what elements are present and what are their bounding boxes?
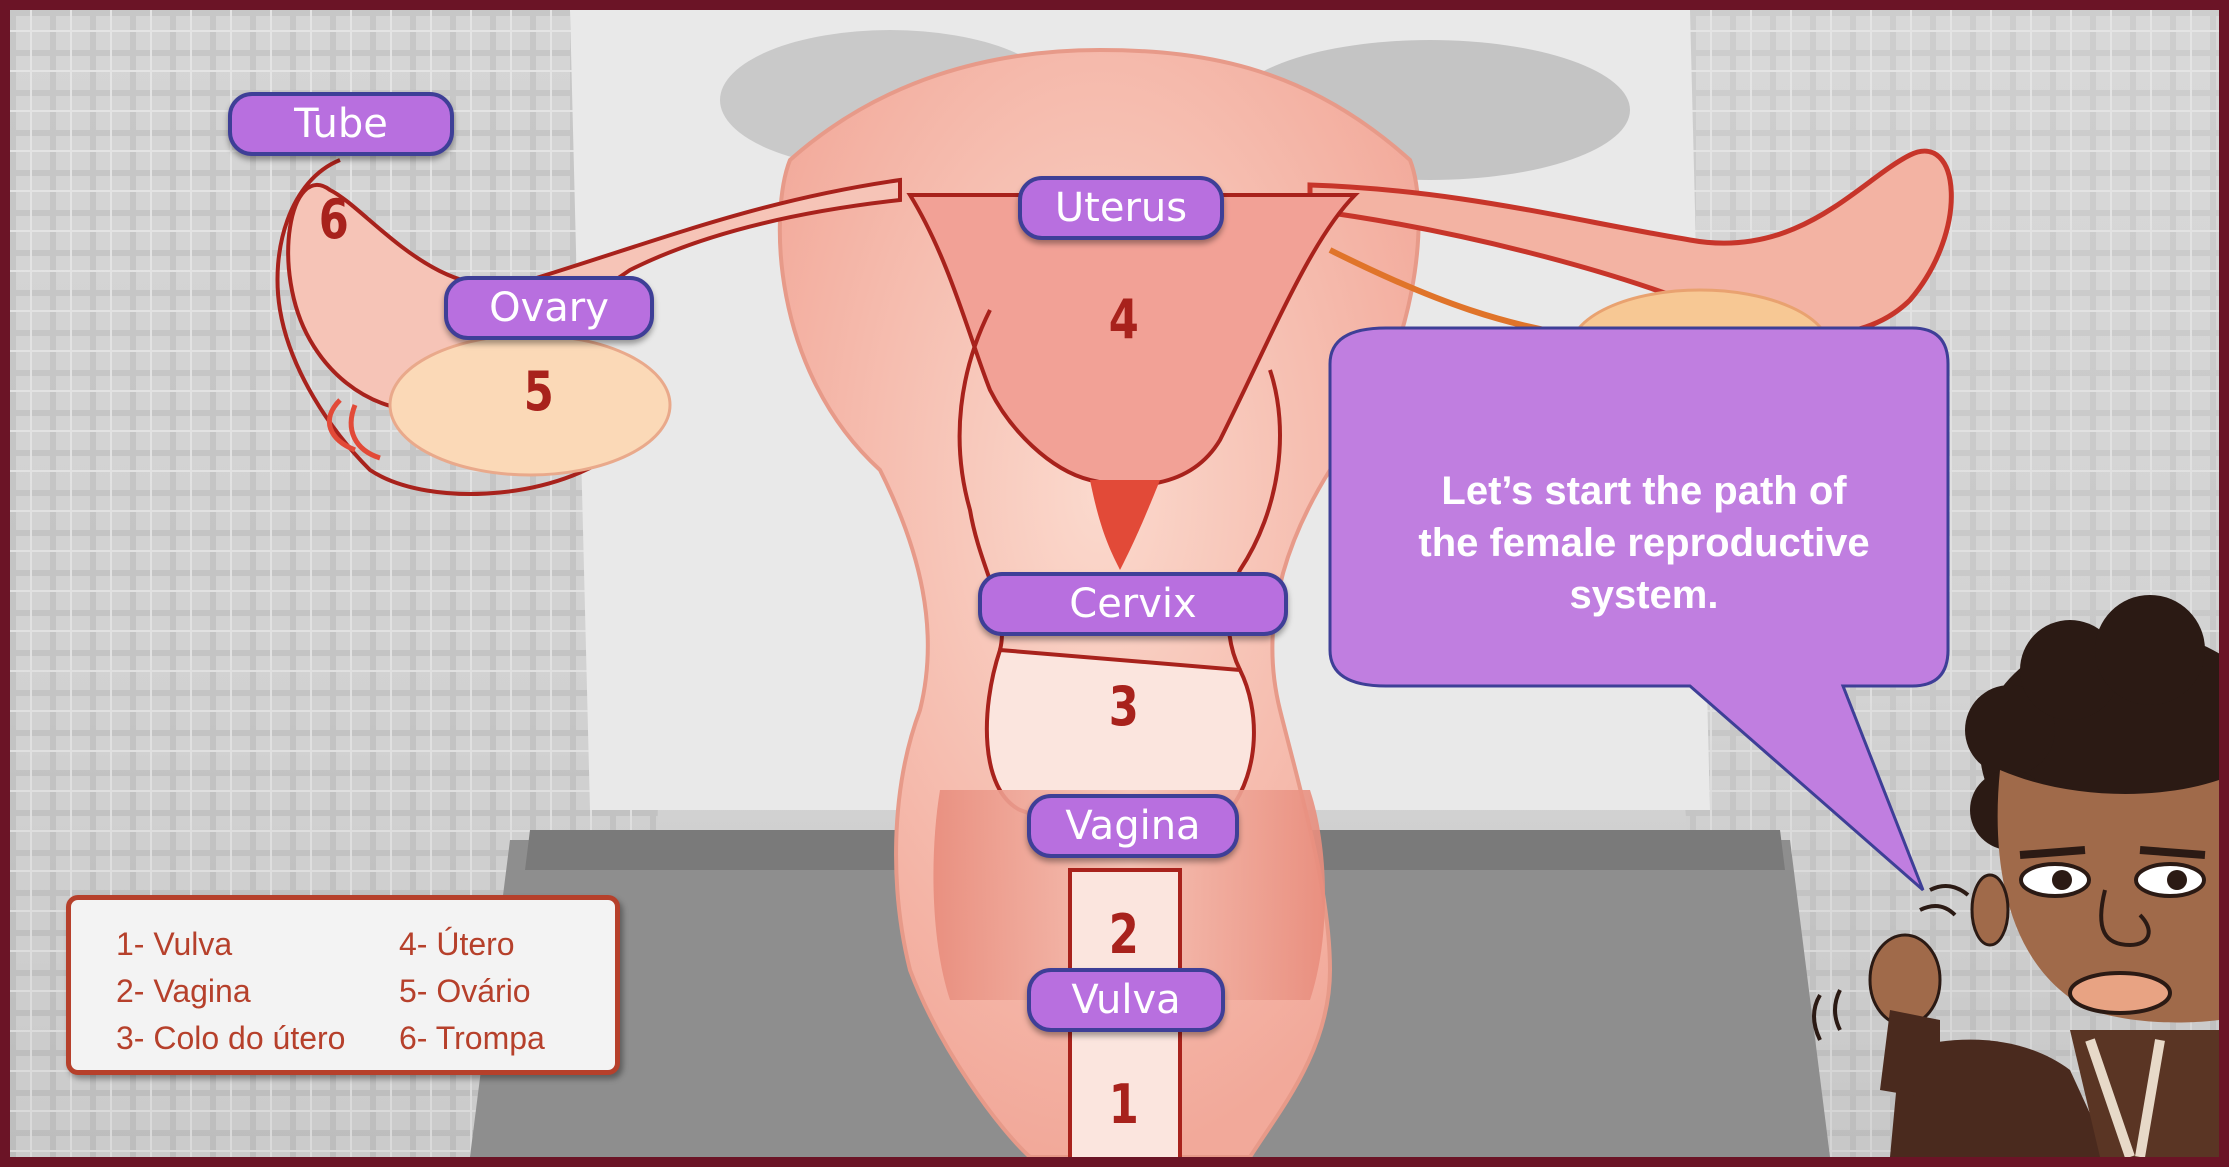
- slide-scene: 6 5 4 3 2 1 Tube Uterus Ovary Cervix Vag…: [10, 10, 2219, 1157]
- cartoon-character: [10, 10, 2219, 1157]
